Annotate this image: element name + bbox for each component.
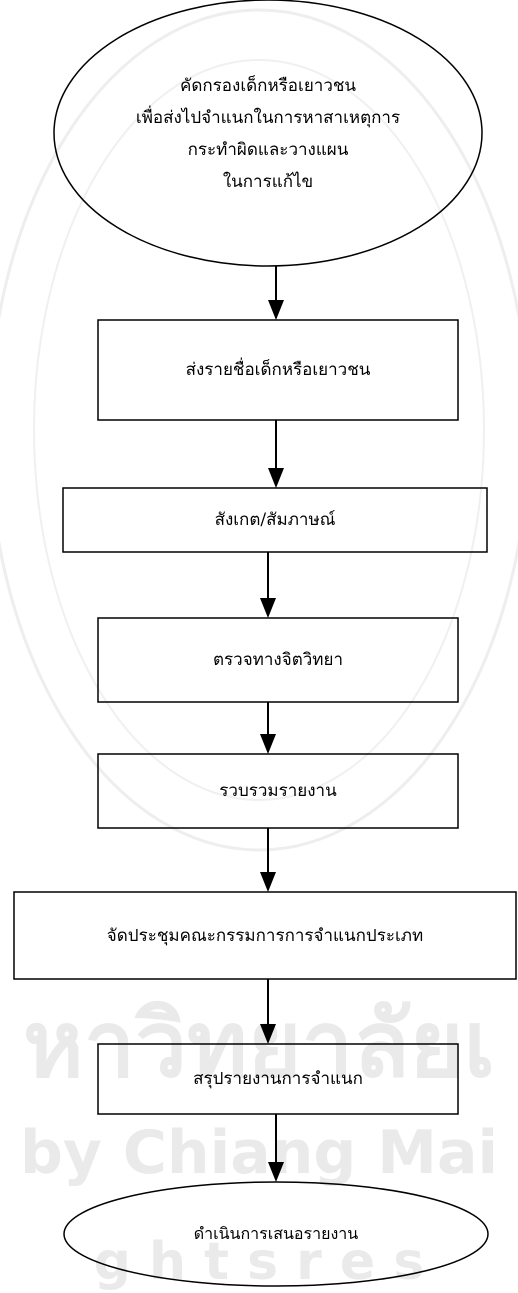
step-box-4 bbox=[97, 753, 459, 829]
step-2-label: สังเกต/สัมภาษณ์ bbox=[214, 510, 336, 530]
step-box-6 bbox=[97, 1043, 459, 1115]
step-box-2 bbox=[62, 487, 488, 553]
step-3-label: ตรวจทางจิตวิทยา bbox=[213, 650, 343, 670]
end-node-label: ดำเนินการเสนอรายงาน bbox=[193, 1224, 359, 1243]
start-node-text: คัดกรองเด็กหรือเยาวชน เพื่อส่งไปจำแนกในก… bbox=[54, 54, 482, 214]
end-ellipse bbox=[63, 1181, 489, 1287]
start-line-2: เพื่อส่งไปจำแนกในการหาสาเหตุการ bbox=[135, 108, 401, 128]
start-line-1: คัดกรองเด็กหรือเยาวชน bbox=[179, 76, 357, 96]
start-line-3: กระทำผิดและวางแผน bbox=[187, 140, 349, 160]
step-1-label: ส่งรายชื่อเด็กหรือเยาวชน bbox=[185, 360, 371, 380]
start-line-4: ในการแก้ไข bbox=[222, 172, 314, 192]
step-box-5 bbox=[13, 891, 517, 980]
step-5-label: จัดประชุมคณะกรรมการการจำแนกประเภท bbox=[106, 925, 424, 946]
step-6-label: สรุปรายงานการจำแนก bbox=[193, 1069, 363, 1089]
start-ellipse bbox=[53, 0, 483, 267]
step-4-label: รวบรวมรายงาน bbox=[219, 781, 337, 801]
step-box-3 bbox=[97, 617, 459, 703]
step-box-1 bbox=[97, 319, 459, 421]
